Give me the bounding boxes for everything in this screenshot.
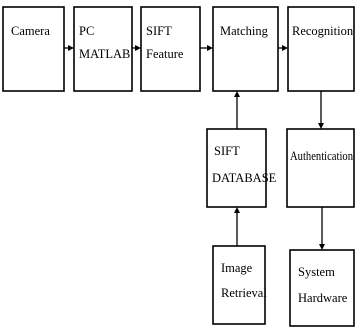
pc-matlab-block <box>73 6 133 92</box>
image-retrieval-label-line-2: Retrieval <box>221 286 267 300</box>
authentication-block <box>286 128 355 208</box>
system-hardware-block <box>289 249 355 327</box>
image-retrieval-block <box>212 245 266 325</box>
arrow-sift-feature-to-matching <box>200 45 213 51</box>
matching-block <box>212 6 279 92</box>
arrow-pc-matlab-to-sift-feature <box>132 45 141 51</box>
sift-feature-block <box>140 6 201 92</box>
image-retrieval-label-line-1: Image <box>221 261 253 275</box>
sift-database-label-line-2: DATABASE <box>212 171 277 185</box>
arrow-matching-to-recognition <box>278 45 288 51</box>
arrow-recognition-to-authentication <box>318 91 324 129</box>
camera-label: Camera <box>11 24 50 38</box>
system-hardware-label-line-1: System <box>298 265 335 279</box>
system-hardware-label-line-2: Hardware <box>298 291 348 305</box>
recognition-label: Recognition <box>292 24 354 38</box>
pc-matlab-label-line-2: MATLAB <box>79 47 130 61</box>
sift-feature-label-line-1: SIFT <box>146 24 172 38</box>
sift-feature-label-line-2: Feature <box>146 47 184 61</box>
sift-database-label-line-1: SIFT <box>214 144 240 158</box>
camera-block <box>2 6 65 92</box>
arrow-camera-to-pc-matlab <box>64 45 74 51</box>
sift-database-block <box>206 128 267 208</box>
arrow-sift-database-to-matching <box>234 91 240 129</box>
arrow-authentication-to-system-hardware <box>319 207 325 250</box>
recognition-block <box>287 6 355 92</box>
arrow-image-retrieval-to-sift-database <box>234 207 240 246</box>
authentication-label: Authentication <box>290 149 354 163</box>
pc-matlab-label-line-1: PC <box>79 24 94 38</box>
matching-label: Matching <box>220 24 269 38</box>
